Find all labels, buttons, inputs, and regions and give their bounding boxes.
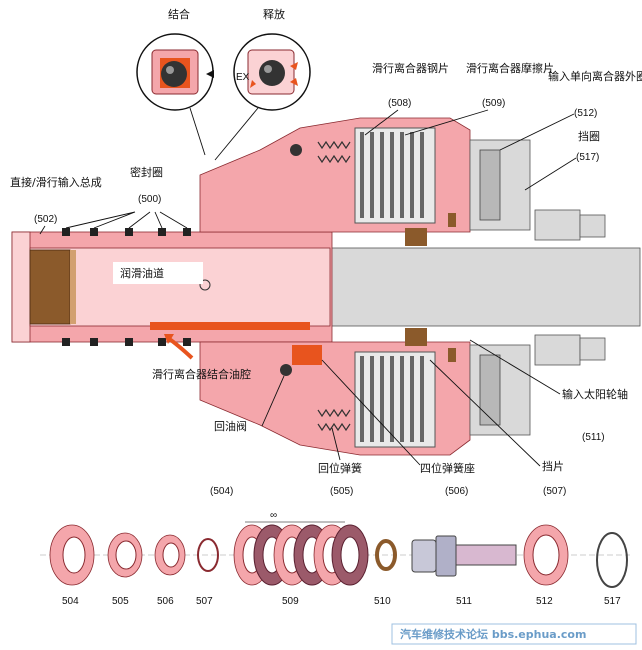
part-511-sun-gear-shaft: 511 [411, 535, 517, 607]
code-506: (506) [445, 486, 468, 497]
engage-label: 结合 [168, 7, 190, 21]
code-504: (504) [210, 486, 233, 497]
seal-ring-label: 密封圈 [130, 165, 163, 179]
seal-ring-grooves [62, 228, 191, 346]
part-507-label: 507 [196, 596, 213, 607]
slide-clutch-plates-code: (508) [388, 98, 411, 109]
clutch-pack-upper [354, 127, 436, 224]
input-oneway-outer-label: 输入单向离合器外圈 [548, 69, 642, 83]
part-512: 512 [523, 524, 569, 607]
part-509-label: 509 [282, 596, 299, 607]
engage-callout: 结合 [136, 7, 214, 111]
part-517: 517 [596, 532, 628, 607]
return-valve-label: 回油阀 [214, 419, 247, 433]
seal-ring-code: (500) [138, 194, 161, 205]
one-way-clutch [469, 139, 606, 436]
release-label: 释放 [263, 7, 285, 21]
code-507: (507) [543, 486, 566, 497]
part-505: 505 [107, 532, 143, 607]
part-510: 510 [374, 539, 397, 607]
bushing [29, 249, 71, 325]
part-506: 506 [154, 534, 186, 607]
part-512-label: 512 [536, 596, 553, 607]
watermark: 汽车维修技术论坛 bbs.ephua.com [391, 623, 637, 645]
release-callout: 释放 EX [233, 7, 311, 111]
sun-gear-shaft-code: (511) [582, 432, 605, 443]
part-510-label: 510 [374, 596, 391, 607]
watermark-text: 汽车维修技术论坛 bbs.ephua.com [400, 627, 586, 641]
retainer-ring-code: (517) [576, 152, 599, 163]
part-505-label: 505 [112, 596, 129, 607]
input-oneway-outer-code: (512) [574, 108, 597, 119]
return-spring-label: 回位弹簧 [318, 461, 362, 475]
shim-label: 挡片 [542, 459, 564, 473]
part-511-label: 511 [456, 596, 472, 607]
oil-channel [150, 322, 310, 330]
lube-passage-label: 润滑油道 [120, 266, 164, 280]
piston-chamber [292, 345, 322, 365]
slide-clutch-apply-label: 滑行离合器结合油腔 [152, 367, 251, 381]
clutch-pack-lower [354, 351, 436, 448]
direct-slide-code: (502) [34, 214, 57, 225]
input-shaft [304, 247, 641, 327]
part-504: 504 [49, 524, 95, 607]
slide-clutch-friction-code: (509) [482, 98, 505, 109]
ex-label: EX [236, 72, 250, 83]
sun-gear-shaft-label: 输入太阳轮轴 [562, 387, 628, 401]
return-spring-lower [317, 408, 351, 432]
slide-clutch-friction-label: 滑行离合器摩擦片 [466, 61, 554, 75]
part-509-clutch-pack: ∞ 509 [233, 510, 369, 607]
slide-clutch-plates-label: 滑行离合器钢片 [372, 61, 449, 75]
check-ball [280, 364, 292, 376]
direct-slide-input-label: 直接/滑行输入总成 [10, 175, 102, 189]
four-pos-spring-seat-label: 四位弹簧座 [420, 461, 475, 475]
code-505: (505) [330, 486, 353, 497]
cross-section: 润滑油道 [11, 117, 641, 456]
retainer-ring-label: 挡圈 [578, 129, 600, 143]
part-506-label: 506 [157, 596, 174, 607]
part-507: 507 [196, 538, 219, 607]
part-517-label: 517 [604, 596, 621, 607]
part-504-label: 504 [62, 596, 79, 607]
set-mark: ∞ [270, 510, 277, 521]
return-spring-upper [317, 140, 351, 164]
